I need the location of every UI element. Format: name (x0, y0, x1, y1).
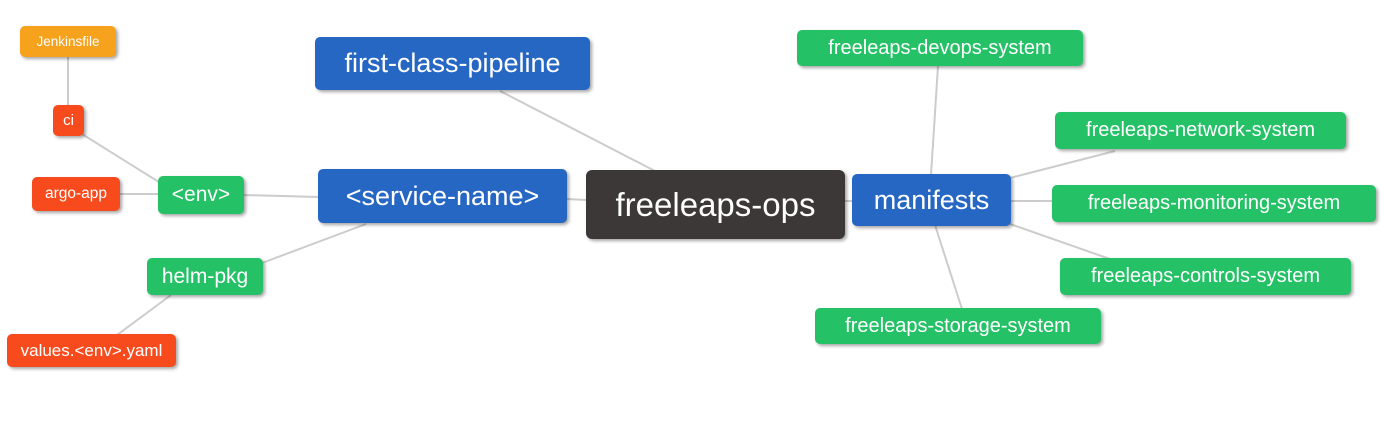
node-freeleaps-ops-root[interactable]: freeleaps-ops (586, 170, 845, 239)
node-freeleaps-storage-system[interactable]: freeleaps-storage-system (815, 308, 1101, 344)
node-jenkinsfile[interactable]: Jenkinsfile (20, 26, 116, 57)
edge-manifests-devops (930, 65, 939, 176)
node-manifests[interactable]: manifests (852, 174, 1011, 226)
node-argo-app[interactable]: argo-app (32, 177, 120, 211)
edge-helm-pkg-values (116, 294, 172, 336)
edge-env-service-name (242, 194, 320, 198)
node-freeleaps-network-system[interactable]: freeleaps-network-system (1055, 112, 1346, 149)
edge-manifests-controls (1009, 223, 1111, 260)
edge-ci-env (81, 133, 163, 185)
edge-manifests-network (1009, 150, 1116, 179)
node-service-name[interactable]: <service-name> (318, 169, 567, 223)
node-helm-pkg[interactable]: helm-pkg (147, 258, 263, 295)
edge-manifests-storage (934, 224, 963, 310)
node-first-class-pipeline[interactable]: first-class-pipeline (315, 37, 590, 90)
node-freeleaps-monitoring-system[interactable]: freeleaps-monitoring-system (1052, 185, 1376, 222)
node-ci[interactable]: ci (53, 105, 84, 136)
edge-service-name-helm-pkg (261, 223, 367, 264)
node-env[interactable]: <env> (158, 176, 244, 214)
edge-first-class-pipeline-root (499, 90, 656, 172)
node-values-env-yaml[interactable]: values.<env>.yaml (7, 334, 176, 367)
edge-service-name-root (565, 198, 588, 201)
node-freeleaps-controls-system[interactable]: freeleaps-controls-system (1060, 258, 1351, 295)
node-freeleaps-devops-system[interactable]: freeleaps-devops-system (797, 30, 1083, 66)
